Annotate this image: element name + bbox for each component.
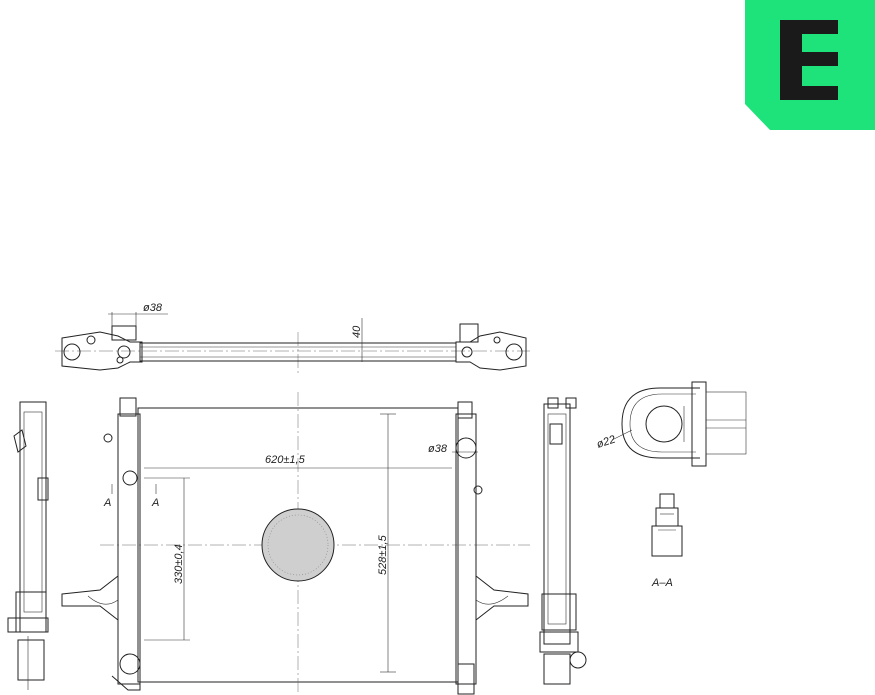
top-view: ø38 40 (55, 302, 530, 374)
left-side-view (7, 401, 49, 690)
section-mark-right: A (151, 497, 159, 509)
core-height-label: 528±1,5 (377, 534, 389, 575)
core-width-label: 620±1,5 (265, 454, 306, 466)
right-side-view (539, 397, 587, 685)
mount-spacing-label: 330±0,4 (173, 544, 185, 584)
detail-diameter-label: ø22 (595, 434, 617, 451)
logo-e-icon (780, 20, 838, 100)
pipe-detail: ø22 (595, 381, 747, 467)
front-view: 620±1,5 ø38 528±1,5 330±0,4 A A (61, 392, 530, 695)
brand-logo (745, 0, 875, 130)
top-pipe-height-label: 40 (351, 325, 363, 338)
section-mark-left: A (103, 497, 111, 509)
section-aa-label: A–A (651, 577, 673, 589)
top-pipe-diameter-label: ø38 (143, 302, 163, 314)
side-pipe-diameter-label: ø38 (428, 443, 448, 455)
section-aa: A–A (651, 493, 683, 589)
